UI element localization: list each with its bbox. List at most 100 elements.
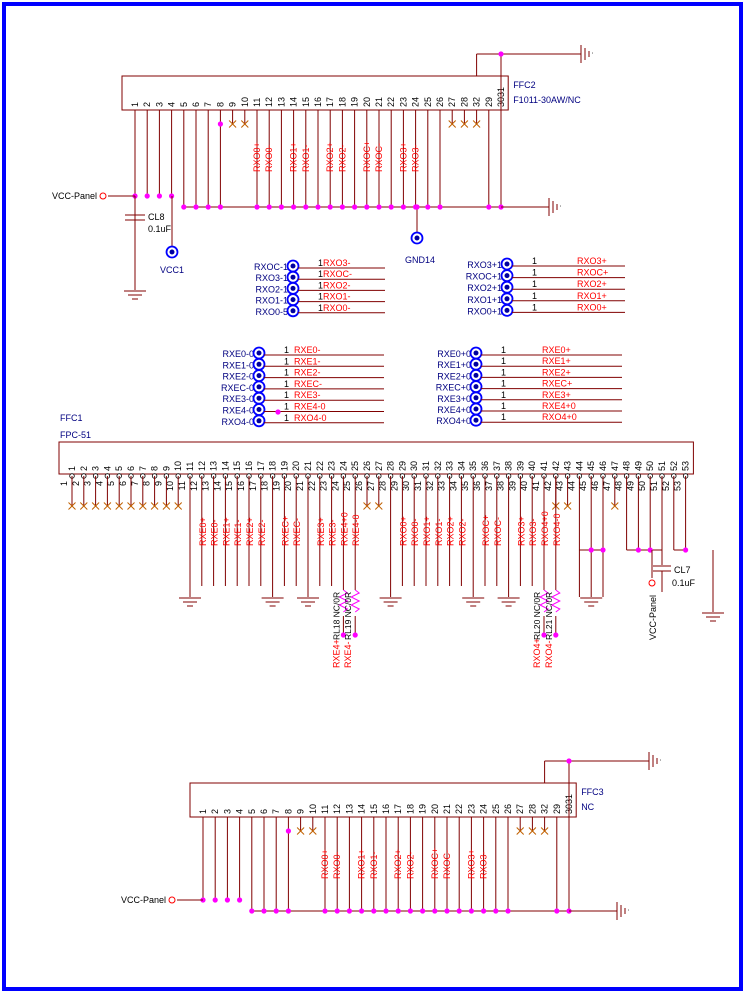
junction-dot <box>181 204 187 210</box>
junction-dot <box>635 547 642 553</box>
ffc1-pin-top: 53 <box>681 461 691 471</box>
junction-dot <box>224 897 230 903</box>
ffc1-pin-bottom: 9 <box>153 481 163 486</box>
ffc3-pin-number: 3 <box>222 809 232 814</box>
ffc1-net-label: RXE0+ <box>198 517 208 546</box>
ffc3-net-label: RXO0- <box>332 851 342 879</box>
port-net: RXO3+ <box>577 256 607 266</box>
port-icon <box>473 350 479 356</box>
ffc1-pin-top: 29 <box>397 461 407 471</box>
junction-dot <box>498 51 504 57</box>
resistor-icon <box>538 589 550 613</box>
junction-dot <box>505 908 511 914</box>
ffc1-part: FPC-51 <box>60 430 91 440</box>
ffc1-pin-bottom: 28 <box>378 481 388 491</box>
ffc2-net-label: RXO0- <box>264 144 274 172</box>
ffc1-net-label: RXE1- <box>233 519 243 546</box>
junction-dot <box>217 121 223 127</box>
ffc3-pin-number: 9 <box>296 809 306 814</box>
ground-icon-tick: ’ <box>560 206 561 212</box>
port-pin-one: 1 <box>532 302 537 312</box>
ffc1-pin-top: 26 <box>362 461 372 471</box>
ffc1-pin-top: 13 <box>209 461 219 471</box>
ffc1-net-label: RXE3- <box>328 519 338 546</box>
ffc1-pin-bottom: 51 <box>649 481 659 491</box>
ffc2-pin-number: 18 <box>337 97 347 107</box>
no-connect-mark <box>563 502 572 510</box>
port-name: RXO0+1 <box>467 306 502 316</box>
ffc3-pin-number: 20 <box>430 804 440 814</box>
ffc1-pin-bottom: 44 <box>566 481 576 491</box>
ffc1-pin-top: 34 <box>456 461 466 471</box>
port-pin-one: 1 <box>284 390 289 400</box>
port-pin-one: 1 <box>501 345 506 355</box>
ground-icon-tick: ’ <box>592 53 593 59</box>
ffc3-pin-number: 25 <box>491 804 501 814</box>
port-net: RXOC- <box>323 269 352 279</box>
ffc1-pin-bottom: 5 <box>106 481 116 486</box>
ffc1-pin-top: 45 <box>586 461 596 471</box>
junction-dot <box>600 547 606 553</box>
ffc1-pin-bottom: 43 <box>555 481 565 491</box>
no-connect-mark <box>79 502 88 510</box>
no-connect-mark <box>448 120 457 128</box>
junction-dot <box>249 908 255 914</box>
ffc2-net-label: RXOC- <box>374 143 384 172</box>
ffc1-pin-top: 35 <box>468 461 478 471</box>
resistor-icon <box>338 589 349 613</box>
ffc1-net-label: RXEC- <box>292 518 302 546</box>
no-connect-mark <box>68 502 76 510</box>
ffc3-pin-number: 32 <box>540 804 550 814</box>
ffc1-pin-top: 14 <box>220 461 230 471</box>
port-pin-one: 1 <box>501 356 506 366</box>
ffc1-pin-top: 4 <box>102 466 112 471</box>
junction-dot <box>444 908 450 914</box>
ffc1-vcc-panel-label: VCC-Panel <box>648 595 658 640</box>
ffc3-net-label: RXOC+ <box>430 848 440 879</box>
ffc3-net-label: RXO0+ <box>320 849 330 879</box>
port-name: RXO3+1 <box>467 260 502 270</box>
ffc1-pin-top: 48 <box>622 461 632 471</box>
port-name: RXE2+0 <box>437 371 471 381</box>
ffc1-pin-bottom: 50 <box>637 481 647 491</box>
port-net: RXO1- <box>323 292 351 302</box>
junction-dot <box>291 204 297 210</box>
resistor-ref: RL21 NC/0R <box>544 592 554 640</box>
junction-dot <box>553 632 559 638</box>
port-icon <box>169 249 175 255</box>
port-icon <box>256 407 262 412</box>
ffc1-net-label: RXO1- <box>434 518 444 546</box>
resistor-net: RXO4- <box>544 640 554 668</box>
ffc2-pin-number: 26 <box>435 97 445 107</box>
ffc3-net-label: RXO1- <box>369 851 379 879</box>
ffc1-pin-bottom: 27 <box>366 481 376 491</box>
ffc1-pin-bottom: 49 <box>625 481 635 491</box>
ffc3-pin-number: 5 <box>247 809 257 814</box>
no-connect-mark <box>610 502 619 510</box>
ffc2-pin-number: 22 <box>386 97 396 107</box>
ffc2-ref: FFC2 <box>513 80 536 90</box>
port-name: RXO4-0 <box>221 417 254 427</box>
ffc1-pin-top: 47 <box>610 461 620 471</box>
ffc2-pin-number: 15 <box>301 97 311 107</box>
junction-dot <box>414 204 420 210</box>
ffc1-pin-bottom: 1 <box>59 481 69 486</box>
no-connect-mark <box>374 502 383 510</box>
port-pin-one: 1 <box>318 292 323 302</box>
ffc1-pin-top: 28 <box>386 461 396 471</box>
ffc1-pin-bottom: 12 <box>189 481 199 491</box>
ffc3-pin-number: 1 <box>198 809 208 814</box>
ffc1-pin-top: 18 <box>268 461 278 471</box>
port-net: RXE0+ <box>542 345 571 355</box>
port-icon <box>290 285 296 291</box>
port-pin-one: 1 <box>318 269 323 279</box>
junction-dot <box>541 632 547 638</box>
resistor-net: RXO4+ <box>532 638 542 668</box>
port-icon <box>504 284 510 290</box>
junction-dot <box>352 632 358 638</box>
ffc3-pin-number: 14 <box>357 804 367 814</box>
junction-dot <box>420 908 426 914</box>
port-icon <box>256 384 262 390</box>
port-net: RXOC+ <box>577 268 608 278</box>
